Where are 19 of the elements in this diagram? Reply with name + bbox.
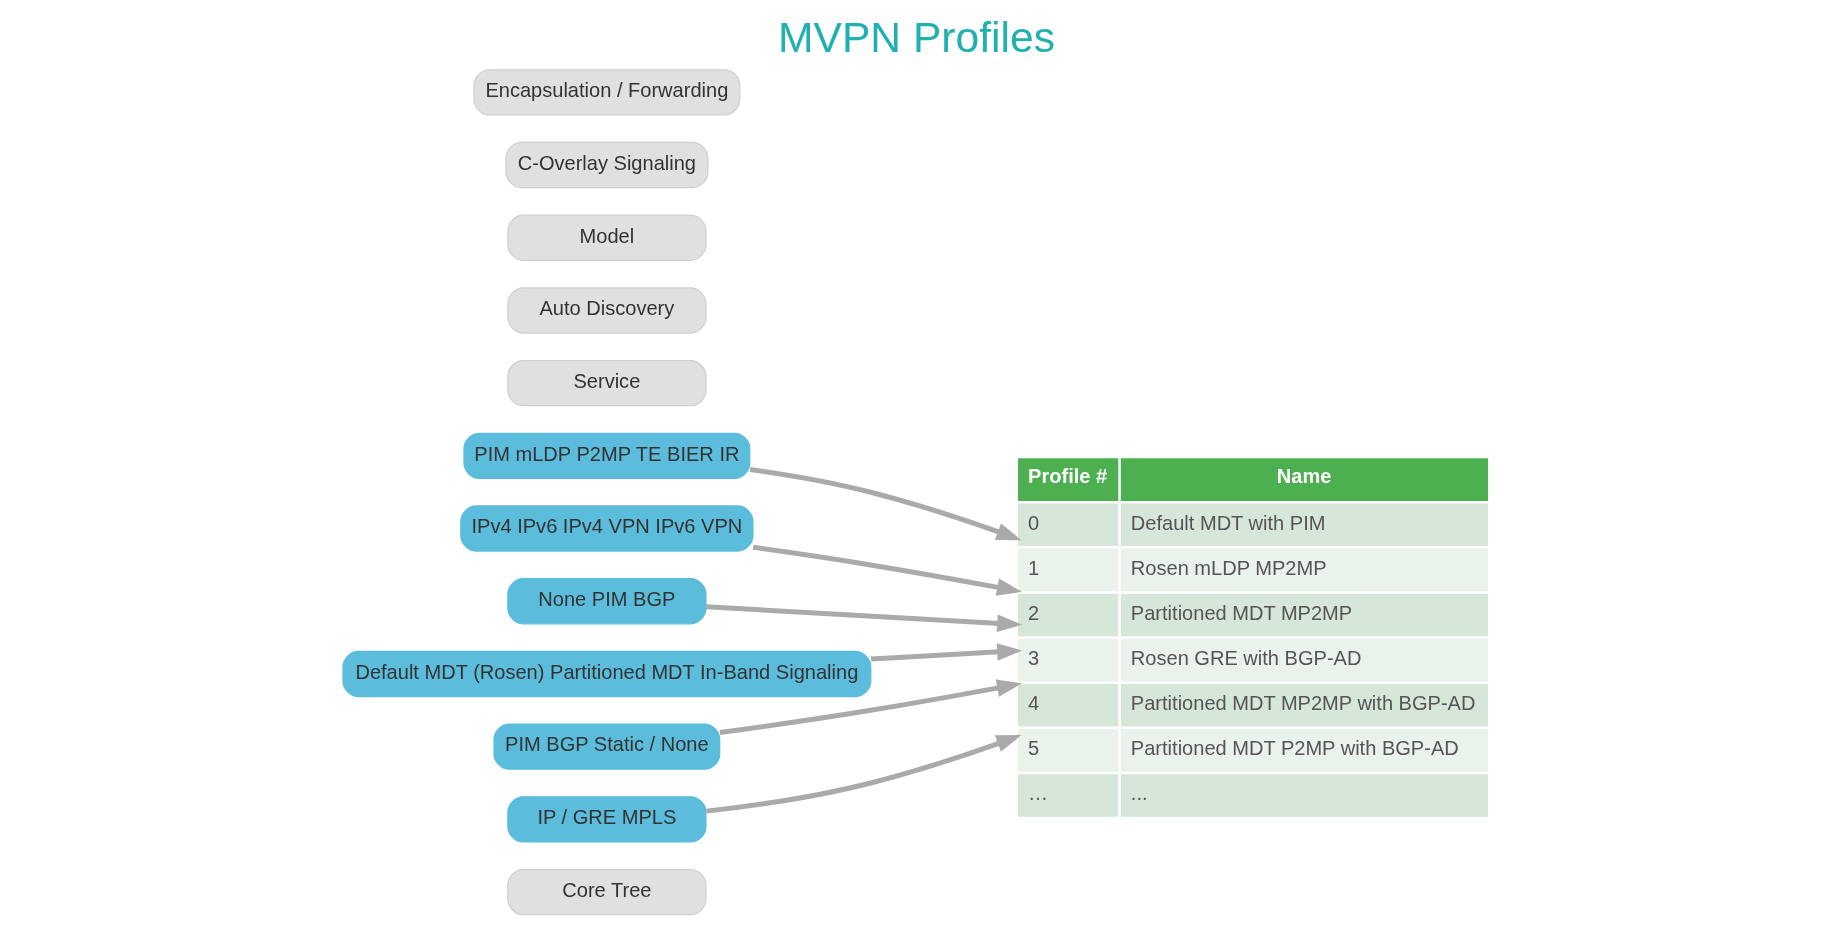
node-box: Encapsulation / Forwarding: [472, 69, 740, 116]
arrow: [749, 467, 1022, 541]
node-box: Model: [506, 214, 707, 261]
diagram-title: MVPN Profiles: [777, 13, 1055, 62]
node-box: None PIM BGP: [506, 578, 707, 625]
node-box: PIM mLDP P2MP TE BIER IR: [462, 432, 750, 480]
arrow: [705, 604, 1022, 633]
node-box: Service: [506, 359, 707, 407]
arrow: [752, 544, 1022, 596]
arrow: [718, 679, 1022, 735]
node-box: Auto Discovery: [506, 287, 707, 334]
node-box: PIM BGP Static / None: [492, 723, 720, 770]
node-box: Default MDT (Rosen) Partitioned MDT In-Band Signaling: [341, 650, 871, 698]
node-box: Core Tree: [506, 868, 707, 916]
node-box: IP / GRE MPLS: [506, 796, 707, 843]
node-box: IPv4 IPv6 IPv4 VPN IPv6 VPN: [459, 505, 754, 552]
arrow: [705, 735, 1022, 814]
node-box: C-Overlay Signaling: [504, 141, 708, 189]
arrow: [870, 643, 1022, 662]
